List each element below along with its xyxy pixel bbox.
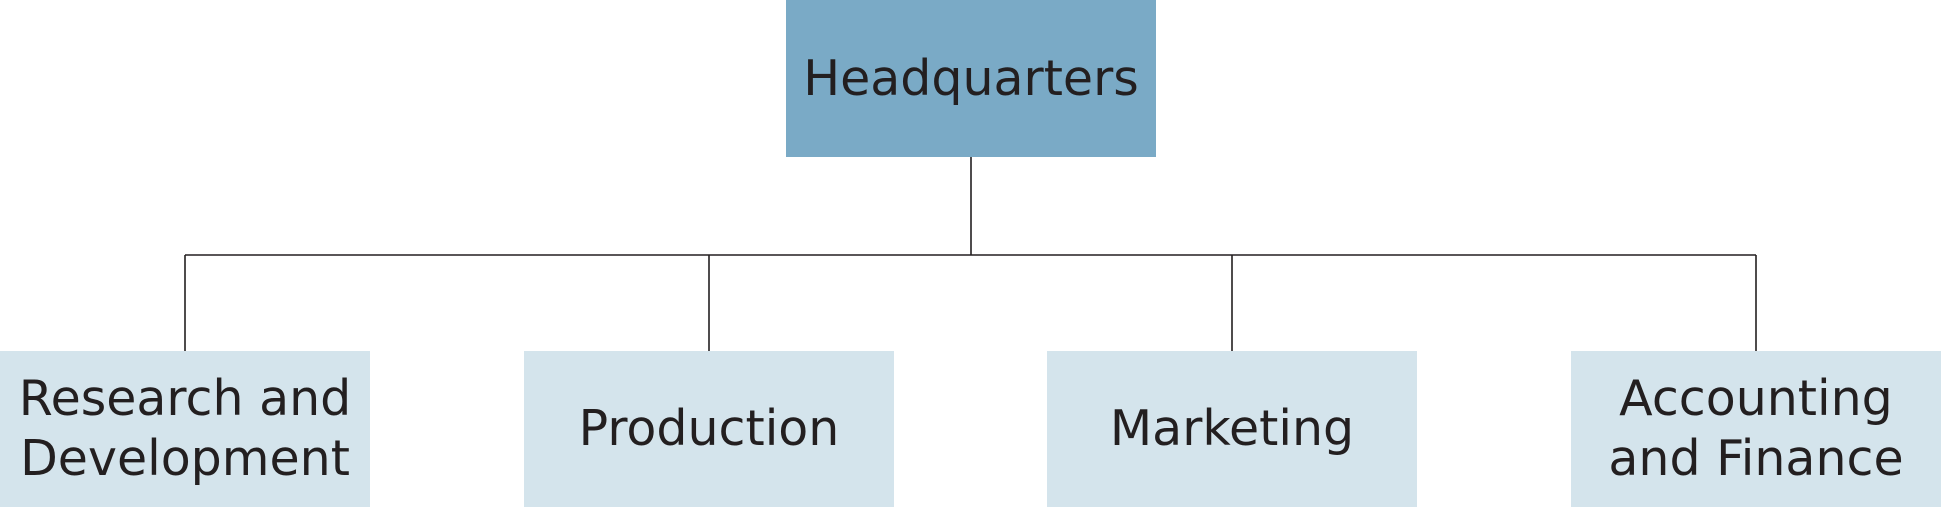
- headquarters-label: Headquarters: [803, 49, 1139, 107]
- accounting-and-finance-label: Accounting and Finance: [1608, 370, 1904, 487]
- accounting-and-finance-box: Accounting and Finance: [1571, 351, 1941, 507]
- production-box: Production: [524, 351, 894, 507]
- headquarters-box: Headquarters: [786, 0, 1156, 157]
- production-label: Production: [578, 400, 840, 457]
- research-and-development-box: Research and Development: [0, 351, 370, 507]
- marketing-box: Marketing: [1047, 351, 1417, 507]
- research-and-development-label: Research and Development: [18, 370, 352, 487]
- marketing-label: Marketing: [1109, 400, 1355, 457]
